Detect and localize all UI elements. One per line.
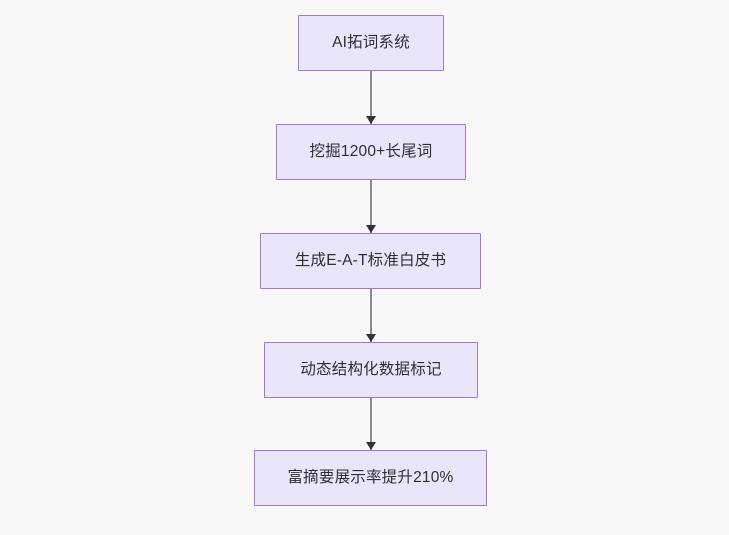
arrow-down-icon <box>366 225 376 233</box>
arrow-down-icon <box>366 442 376 450</box>
flowchart-node-dynamic-structured-data-markup[interactable]: 动态结构化数据标记 <box>264 342 478 398</box>
flowchart-edge-node-1-to-node-2 <box>366 71 376 124</box>
edge-line <box>370 180 372 233</box>
flowchart-node-rich-snippet-impression-lift[interactable]: 富摘要展示率提升210% <box>254 450 487 506</box>
flowchart-node-label: 生成E-A-T标准白皮书 <box>294 252 447 270</box>
flowchart-node-mine-longtail-keywords[interactable]: 挖掘1200+长尾词 <box>276 124 466 180</box>
arrow-down-icon <box>366 334 376 342</box>
flowchart-node-ai-keyword-system[interactable]: AI拓词系统 <box>298 15 444 71</box>
flowchart-edge-node-2-to-node-3 <box>366 180 376 233</box>
edge-line <box>370 289 372 342</box>
flowchart-node-label: 富摘要展示率提升210% <box>287 469 454 487</box>
flowchart-node-generate-eat-whitepaper[interactable]: 生成E-A-T标准白皮书 <box>260 233 481 289</box>
edge-line <box>370 398 372 450</box>
flowchart-edge-node-3-to-node-4 <box>366 289 376 342</box>
flowchart-edge-node-4-to-node-5 <box>366 398 376 450</box>
flowchart-node-label: 动态结构化数据标记 <box>300 361 442 379</box>
arrow-down-icon <box>366 116 376 124</box>
flowchart-node-label: 挖掘1200+长尾词 <box>309 143 433 161</box>
edge-line <box>370 71 372 124</box>
flowchart-node-label: AI拓词系统 <box>332 34 410 52</box>
